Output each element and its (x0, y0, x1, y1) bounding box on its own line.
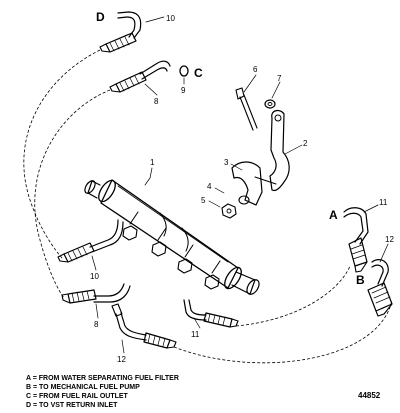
fuel-line-b (367, 259, 393, 317)
letter-c: C (194, 66, 203, 80)
fuel-line-a (343, 207, 369, 273)
figure-number: 44852 (358, 391, 381, 400)
fuel-line-12-lower (111, 303, 177, 349)
connection-legend: A = FROM WATER SEPARATING FUEL FILTER B … (26, 374, 179, 410)
legend-item-a: A = FROM WATER SEPARATING FUEL FILTER (26, 375, 179, 382)
callout-5: 5 (201, 196, 206, 205)
callout-6: 6 (253, 65, 258, 74)
callout-10-bottom: 10 (90, 272, 99, 281)
letter-a: A (329, 208, 338, 222)
legend-item-c: C = FROM FUEL RAIL OUTLET (26, 393, 128, 400)
bolt-hardware (221, 87, 277, 219)
fuel-line-11-lower (183, 299, 239, 328)
fuel-cooler (84, 179, 260, 295)
callout-12-bottom: 12 (117, 355, 126, 364)
mounting-bracket (231, 109, 290, 206)
fuel-line-10-lower (57, 219, 124, 263)
callout-8-top: 8 (154, 97, 159, 106)
part-callouts: 10 1 2 3 4 5 6 7 8 9 11 12 10 8 11 12 (90, 14, 394, 364)
callout-9: 9 (181, 86, 186, 95)
callout-2: 2 (303, 139, 308, 148)
letter-d: D (96, 10, 105, 24)
cooler-fittings (122, 211, 221, 290)
callout-8-bottom: 8 (94, 320, 99, 329)
legend-item-b: B = TO MECHANICAL FUEL PUMP (26, 384, 140, 391)
callout-7: 7 (277, 74, 282, 83)
callout-11-bottom: 11 (191, 330, 200, 339)
callout-12-right: 12 (385, 235, 394, 244)
routing-lines (23, 49, 393, 364)
callout-1: 1 (150, 158, 155, 167)
callout-10-top: 10 (166, 14, 175, 23)
leader-lines (91, 16, 389, 354)
fuel-line-8-lower (61, 283, 131, 304)
callout-11-right: 11 (379, 198, 388, 207)
letter-b: B (356, 273, 365, 287)
o-ring (179, 65, 189, 77)
connection-letters: D C A B (96, 10, 365, 287)
legend-item-d: D = TO VST RETURN INLET (26, 402, 118, 409)
callout-4: 4 (207, 182, 212, 191)
callout-3: 3 (224, 158, 229, 167)
fuel-line-c (109, 60, 171, 93)
fuel-line-d (99, 11, 142, 53)
